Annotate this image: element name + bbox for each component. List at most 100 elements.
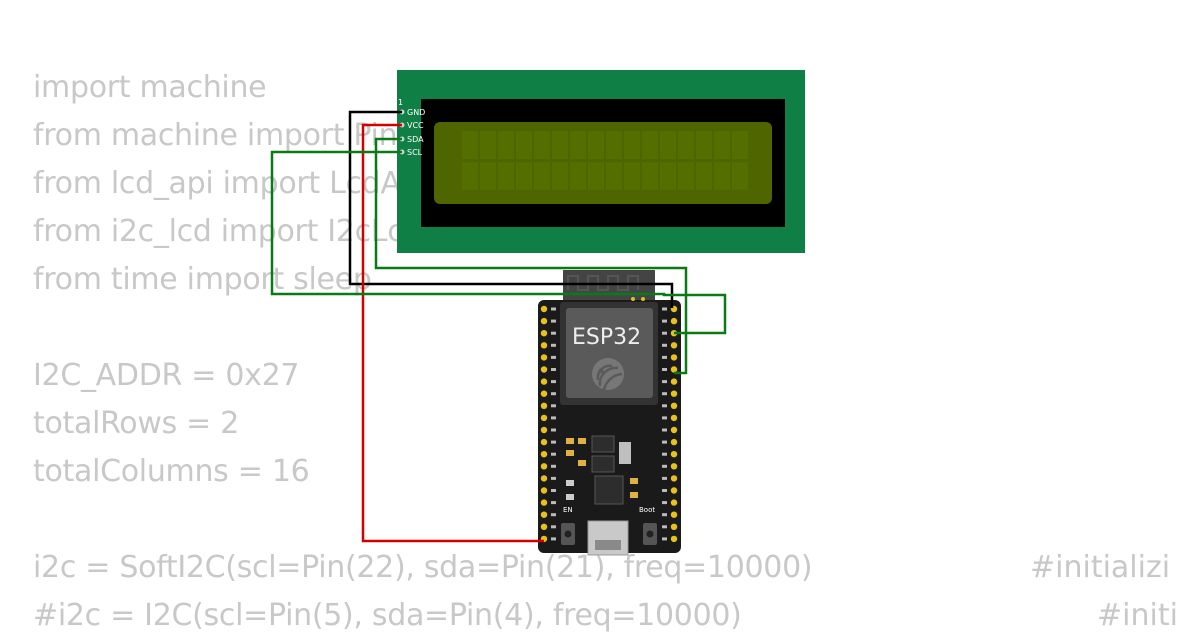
lcd-cell: [498, 131, 514, 159]
pin-silkscreen: [551, 355, 556, 359]
esp32-left-pin[interactable]: [540, 378, 548, 385]
pin-silkscreen: [662, 476, 667, 480]
esp32-right-pin[interactable]: [670, 463, 678, 470]
esp32-right-pin[interactable]: [670, 487, 678, 494]
code-line-8: totalRows = 2: [33, 406, 240, 441]
lcd-cell: [660, 162, 676, 190]
pin-silkscreen: [551, 392, 556, 396]
esp32-right-pin[interactable]: [670, 523, 678, 530]
esp32-left-pin[interactable]: [540, 499, 548, 506]
esp32-left-pin[interactable]: [540, 451, 548, 458]
esp32-left-pin[interactable]: [540, 426, 548, 434]
pin-silkscreen: [662, 404, 667, 408]
esp32-right-pin[interactable]: [670, 535, 678, 543]
usb-uart-chip: [594, 475, 624, 505]
capacitor: [619, 442, 631, 464]
pin-silkscreen: [551, 537, 556, 541]
esp32-right-pin[interactable]: [670, 342, 678, 349]
esp32-left-pin[interactable]: [540, 330, 548, 337]
esp32-left-pin[interactable]: [540, 414, 548, 422]
pin-silkscreen: [551, 525, 556, 529]
code-comment-2: #initi: [1097, 598, 1178, 633]
pin-silkscreen: [662, 380, 667, 384]
wire-scl[interactable]: [270, 150, 727, 335]
esp32-right-pin[interactable]: [670, 354, 678, 361]
lcd-cell: [732, 162, 748, 190]
esp32-right-pin[interactable]: [670, 402, 678, 409]
esp32-right-pin[interactable]: [670, 451, 678, 458]
esp32-left-pin[interactable]: [540, 487, 548, 494]
esp32-right-pin[interactable]: [670, 475, 678, 482]
pin-silkscreen: [551, 331, 556, 335]
lcd-module[interactable]: 1 GND VCC SDA SCL: [397, 70, 805, 253]
pin-silkscreen: [551, 343, 556, 347]
usb-socket: [595, 540, 621, 550]
wire-gnd[interactable]: [348, 110, 674, 308]
smd-3: [578, 438, 586, 444]
en-button-cap: [564, 530, 572, 538]
smd-2: [566, 450, 574, 456]
lcd-cell: [552, 131, 568, 159]
pin-silkscreen: [662, 319, 667, 323]
wire-vcc[interactable]: [361, 123, 544, 543]
esp32-left-pin[interactable]: [540, 305, 548, 313]
esp32-left-pin[interactable]: [540, 354, 548, 361]
lcd-pin-number: 1: [398, 98, 403, 107]
pin-silkscreen: [662, 537, 667, 541]
pin-silkscreen: [551, 404, 556, 408]
lcd-cell: [732, 131, 748, 159]
esp32-left-pin[interactable]: [540, 390, 548, 397]
esp32-left-pin[interactable]: [540, 511, 548, 518]
pin-silkscreen: [551, 428, 556, 432]
pin-silkscreen: [662, 368, 667, 371]
pin-silkscreen: [662, 331, 667, 335]
wire-sda[interactable]: [374, 137, 688, 375]
smd-5: [630, 478, 638, 484]
esp32-right-pin[interactable]: [670, 390, 678, 397]
regulator-chip: [591, 435, 615, 453]
pin-silkscreen: [662, 416, 667, 420]
esp32-header-pins[interactable]: [540, 305, 678, 543]
pin-silkscreen: [551, 476, 556, 480]
code-line-5: from time import sleep: [33, 262, 372, 297]
pin-silkscreen: [662, 343, 667, 347]
esp32-right-pin[interactable]: [670, 511, 678, 518]
esp32-right-pin[interactable]: [670, 317, 678, 325]
lcd-cell: [624, 131, 640, 159]
esp32-left-pin[interactable]: [540, 317, 548, 325]
esp32-left-pin[interactable]: [540, 475, 548, 482]
lcd-cell: [534, 131, 550, 159]
lcd-cell: [714, 131, 730, 159]
esp32-right-pin[interactable]: [670, 499, 678, 506]
smd-7: [566, 480, 574, 486]
lcd-cell: [552, 162, 568, 190]
status-led-2: [641, 297, 645, 301]
esp32-left-pin[interactable]: [540, 402, 548, 409]
lcd-cell: [462, 131, 478, 159]
code-line-12: #i2c = I2C(scl=Pin(5), sda=Pin(4), freq=…: [33, 598, 742, 633]
lcd-cell: [480, 131, 496, 159]
pin-silkscreen: [551, 380, 556, 384]
esp32-left-pin[interactable]: [540, 523, 548, 530]
esp32-right-pin[interactable]: [670, 366, 678, 373]
esp32-board[interactable]: ESP32 EN Boot: [538, 270, 681, 556]
esp32-right-pin[interactable]: [670, 414, 678, 422]
esp32-left-pin[interactable]: [540, 366, 548, 373]
boot-button-cap: [646, 530, 654, 538]
esp32-left-pin[interactable]: [540, 463, 548, 470]
esp32-left-pin[interactable]: [540, 342, 548, 349]
esp32-right-pin[interactable]: [670, 438, 678, 446]
pin-silkscreen: [551, 452, 556, 456]
esp32-left-pin[interactable]: [540, 438, 548, 446]
lcd-cell: [678, 131, 694, 159]
lcd-character-grid: [462, 131, 748, 190]
pin-silkscreen: [551, 368, 556, 371]
code-line-7: I2C_ADDR = 0x27: [33, 358, 300, 393]
esp32-right-pin[interactable]: [670, 426, 678, 434]
esp32-right-pin[interactable]: [670, 378, 678, 385]
lcd-cell: [570, 162, 586, 190]
code-line-2: from machine import Pin: [33, 118, 398, 153]
pin-silkscreen: [551, 307, 556, 311]
lcd-cell: [660, 131, 676, 159]
lcd-cell: [480, 162, 496, 190]
